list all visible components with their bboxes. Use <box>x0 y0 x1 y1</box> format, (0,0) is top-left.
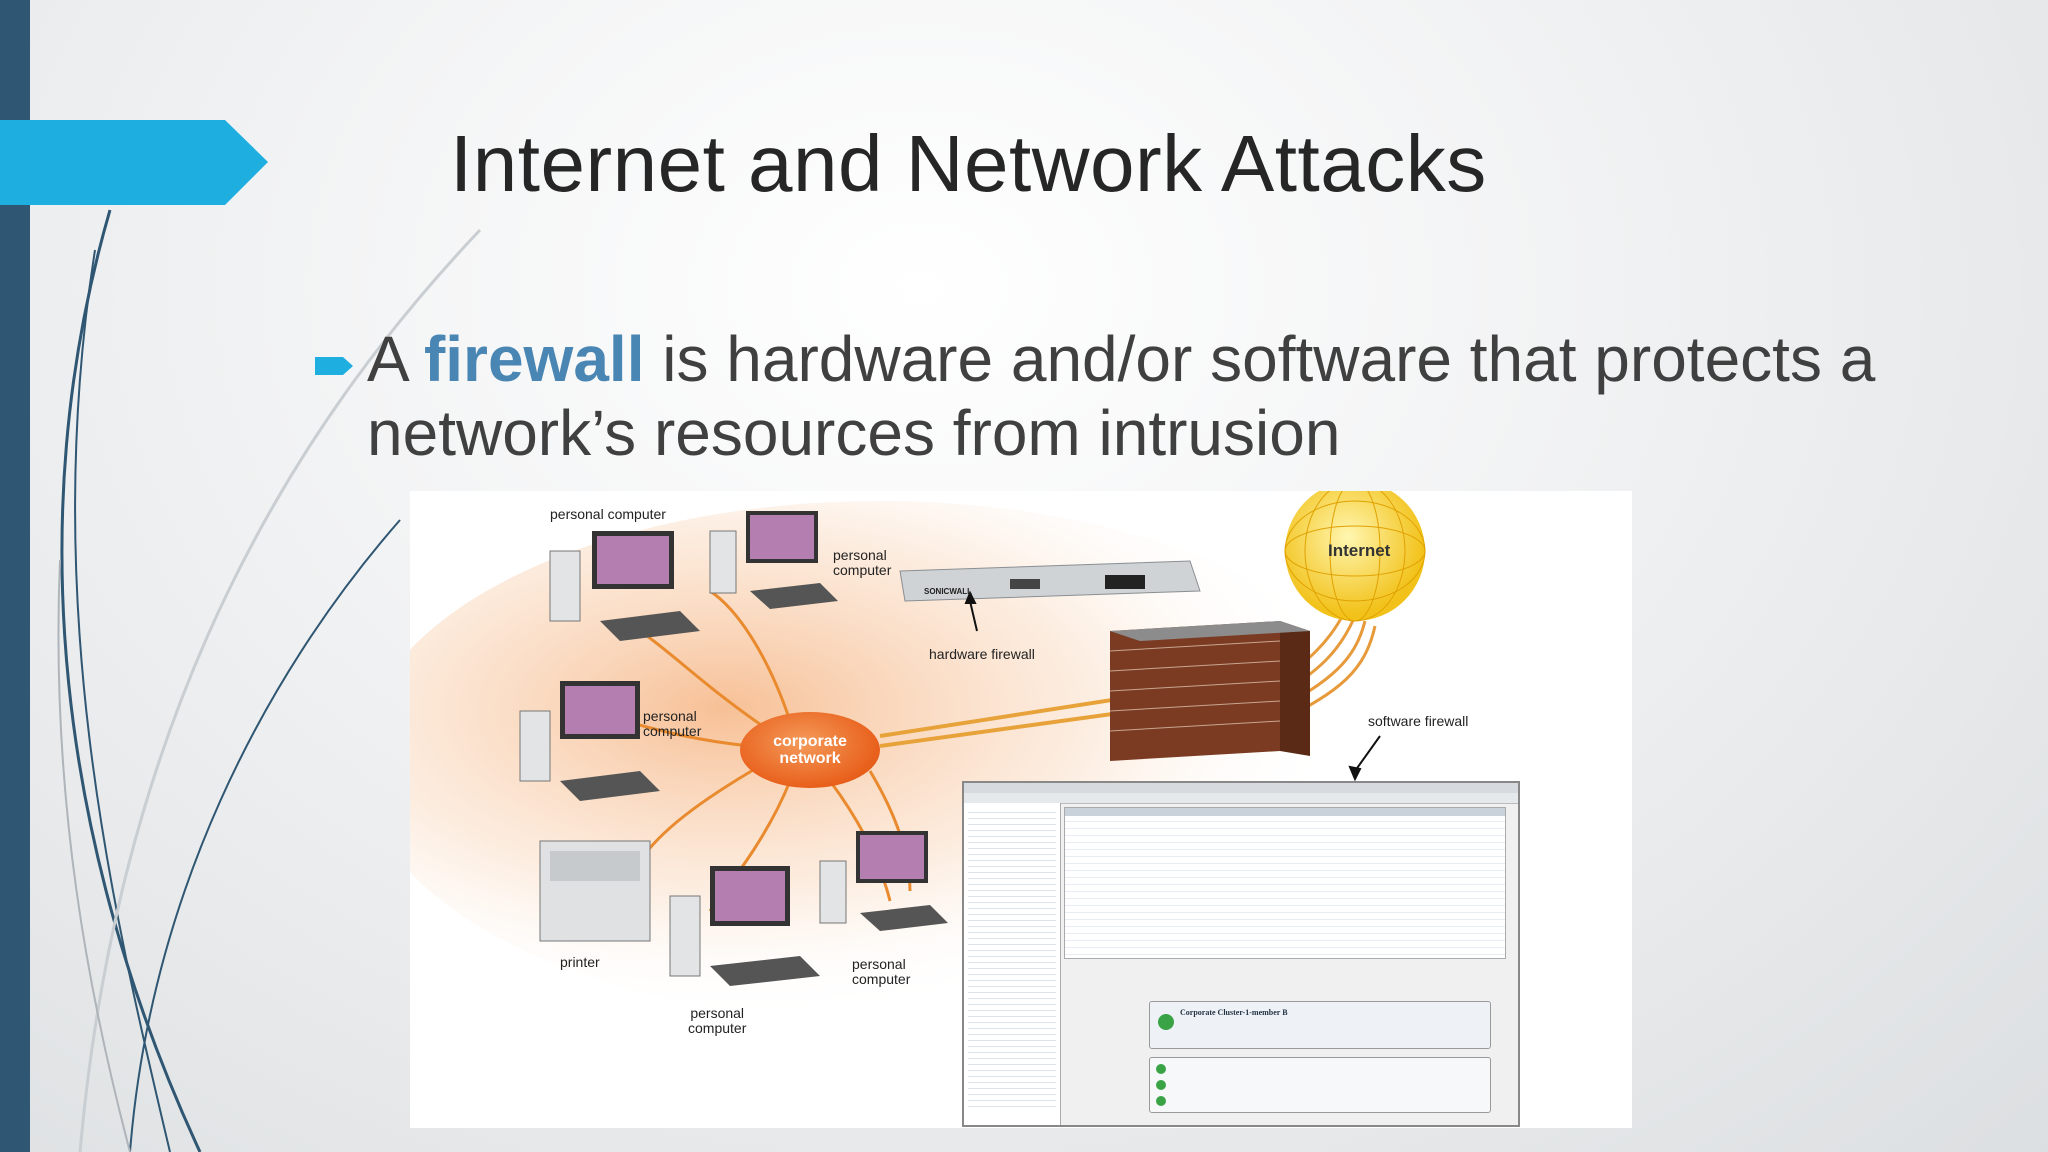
screen-tree-pane <box>964 803 1061 1125</box>
screen-status-panel <box>1149 1057 1491 1113</box>
corporate-network-label: corporate network <box>773 733 847 767</box>
label-personal-computer-d: personal computer <box>688 1005 747 1036</box>
device-brand-label: SONICWALL <box>924 587 972 596</box>
internet-label: Internet <box>1328 541 1391 560</box>
slide-title: Internet and Network Attacks <box>450 119 1487 208</box>
status-ok-icon <box>1158 1014 1174 1030</box>
software-firewall-screenshot: Corporate Cluster-1-member B <box>962 781 1520 1127</box>
status-ok-icon <box>1156 1080 1166 1090</box>
label-software-firewall: software firewall <box>1368 713 1469 729</box>
bullet-prefix: A <box>367 323 424 395</box>
title-chevron <box>0 120 268 205</box>
label-personal-computer-b: personal computer <box>643 708 702 739</box>
status-ok-icon <box>1156 1096 1166 1106</box>
pointer-arrows <box>964 590 1381 782</box>
hardware-firewall-device <box>899 560 1201 602</box>
highlight-term: firewall <box>423 323 645 395</box>
internet-globe-icon <box>1284 491 1426 622</box>
computer-icons <box>519 511 948 986</box>
label-personal-computer-a: personal computer <box>833 547 892 578</box>
label-printer: printer <box>560 954 600 970</box>
screen-panel-title: Corporate Cluster-1-member B <box>1180 1008 1288 1017</box>
brick-wall-icon <box>1109 621 1310 761</box>
screen-gateway-table <box>1064 807 1506 959</box>
screen-cluster-panel: Corporate Cluster-1-member B <box>1149 1001 1491 1049</box>
screen-toolbar <box>964 793 1518 804</box>
bullet-text: A firewall is hardware and/or software t… <box>367 322 1927 470</box>
label-personal-computer-c: personal computer <box>852 956 911 987</box>
status-ok-icon <box>1156 1064 1166 1074</box>
corporate-network-node: corporate network <box>740 712 880 788</box>
bullet-suffix: is hardware and/or software that protect… <box>367 323 1876 469</box>
bullet-arrow-icon <box>315 357 353 375</box>
decorative-swooshes <box>57 209 482 1152</box>
firewall-diagram: Internet personal computer personal comp… <box>410 491 1632 1128</box>
label-hardware-firewall: hardware firewall <box>929 646 1035 662</box>
label-personal-computer-top: personal computer <box>550 506 666 522</box>
